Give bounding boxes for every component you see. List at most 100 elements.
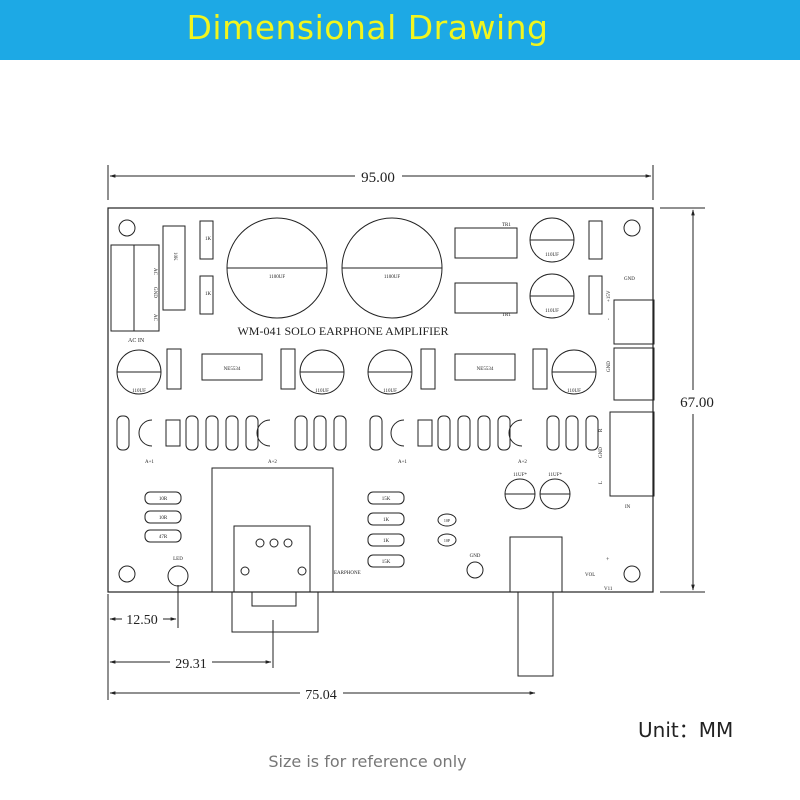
resistor-label: 10R — [159, 497, 168, 502]
a2-label: A+2 — [268, 460, 277, 465]
resistor — [199, 220, 214, 260]
dimension-height-label: 67.00 — [680, 395, 714, 411]
mounting-hole — [623, 219, 641, 237]
regulator-tr1 — [454, 227, 518, 259]
jack-pin — [297, 566, 307, 576]
resistor — [420, 348, 436, 390]
resistor — [333, 415, 347, 451]
opamp-label: NE5534 — [477, 367, 494, 372]
resistor — [367, 554, 405, 568]
page-title: Dimensional Drawing — [186, 8, 549, 47]
led-label: LED — [173, 557, 183, 562]
ac-bottom-label: AC — [152, 314, 157, 322]
capacitor-label: 110UF — [383, 389, 397, 394]
resistor-label: 1K — [383, 518, 390, 523]
resistor-label: 1K — [383, 539, 390, 544]
a2b-label: A+2 — [518, 460, 527, 465]
resistor-label: 1K — [205, 237, 212, 242]
resistor-label: 15K — [382, 497, 391, 502]
gnd-mid-label: GND — [599, 447, 604, 458]
resistor — [116, 415, 130, 451]
resistor — [185, 415, 199, 451]
capacitor-label: 110UF — [567, 389, 581, 394]
jack-pin — [269, 538, 279, 548]
jack-pin — [240, 566, 250, 576]
resistor — [367, 491, 405, 505]
resistor — [417, 419, 433, 447]
ceramic-capacitor — [390, 419, 405, 447]
big-capacitor-label: 1100UF — [384, 275, 400, 280]
dimension-jack-label: 29.31 — [175, 657, 207, 672]
ceramic-capacitor — [138, 419, 153, 447]
resistor-label: 47R — [159, 535, 168, 540]
tr1-label: TR1 — [502, 223, 511, 228]
capacitor-label: 110UF — [315, 389, 329, 394]
capacitor-label: 110UF — [545, 309, 559, 314]
resistor — [585, 415, 599, 451]
capacitor-label: 110UF — [132, 389, 146, 394]
opamp-label: NE5534 — [224, 367, 241, 372]
capacitor-label: 110UF — [545, 253, 559, 258]
dimension-bottom-group — [107, 585, 536, 700]
resistor — [166, 348, 182, 390]
tr2-label: TR1 — [502, 313, 511, 318]
input-terminal — [609, 411, 655, 497]
header-banner: Dimensional Drawing — [0, 0, 800, 60]
resistor — [144, 491, 182, 505]
resistor — [457, 415, 471, 451]
resistor — [477, 415, 491, 451]
resistor — [367, 533, 405, 547]
power-terminal — [613, 299, 655, 345]
resistor-label: 10R — [159, 516, 168, 521]
resistor — [367, 512, 405, 526]
resistor — [294, 415, 308, 451]
opamp-ic — [201, 353, 263, 381]
a1-label: A+1 — [145, 460, 154, 465]
ac-in-label: AC IN — [128, 338, 145, 344]
dimension-pot-label: 75.04 — [305, 688, 337, 703]
resistor-label: 15K — [382, 560, 391, 565]
gnd-top-label: GND — [624, 277, 635, 282]
reference-note: Size is for reference only — [268, 752, 467, 771]
resistor — [313, 415, 327, 451]
gnd-bottom-label: GND — [470, 554, 481, 559]
resistor — [497, 415, 511, 451]
resistor — [437, 415, 451, 451]
resistor — [588, 275, 603, 315]
ceramic-capacitor-label: 10P — [444, 518, 451, 523]
unit-label: Unit：MM — [638, 718, 734, 742]
jack-pin — [283, 538, 293, 548]
dimension-width-label: 95.00 — [361, 170, 395, 186]
resistor — [144, 529, 182, 543]
resistor — [565, 415, 579, 451]
jack-pin — [255, 538, 265, 548]
resistor — [546, 415, 560, 451]
vol-label: VOL — [585, 573, 595, 578]
earphone-label: EARPHONE — [334, 571, 361, 576]
resistor — [532, 348, 548, 390]
gnd-in-label: GND — [607, 361, 612, 372]
resistor — [165, 419, 181, 447]
earphone-jack-body — [233, 525, 311, 593]
minus-label: - — [607, 318, 612, 320]
resistor — [144, 510, 182, 524]
right-r-label: R — [599, 428, 604, 432]
capacitor-label: 11UF* — [513, 473, 527, 478]
resistor — [369, 415, 383, 451]
resistor-row — [116, 415, 599, 451]
v11-label: V11 — [604, 587, 613, 592]
dimension-led-label: 12.50 — [126, 613, 158, 628]
a1b-label: A+1 — [398, 460, 407, 465]
volume-potentiometer — [509, 536, 563, 593]
resistor — [225, 415, 239, 451]
mounting-hole — [623, 565, 641, 583]
gnd-left-label: GND — [152, 287, 157, 298]
board-title: WM-041 SOLO EARPHONE AMPLIFIER — [237, 324, 448, 338]
resistor — [199, 275, 214, 315]
film-capacitor-label: 10K — [172, 252, 177, 261]
plus15v-label: +15V — [607, 290, 612, 302]
ceramic-capacitor — [437, 533, 457, 547]
ac-top-label: AC — [152, 268, 157, 276]
resistor — [588, 220, 603, 260]
ceramic-capacitor — [256, 419, 271, 447]
